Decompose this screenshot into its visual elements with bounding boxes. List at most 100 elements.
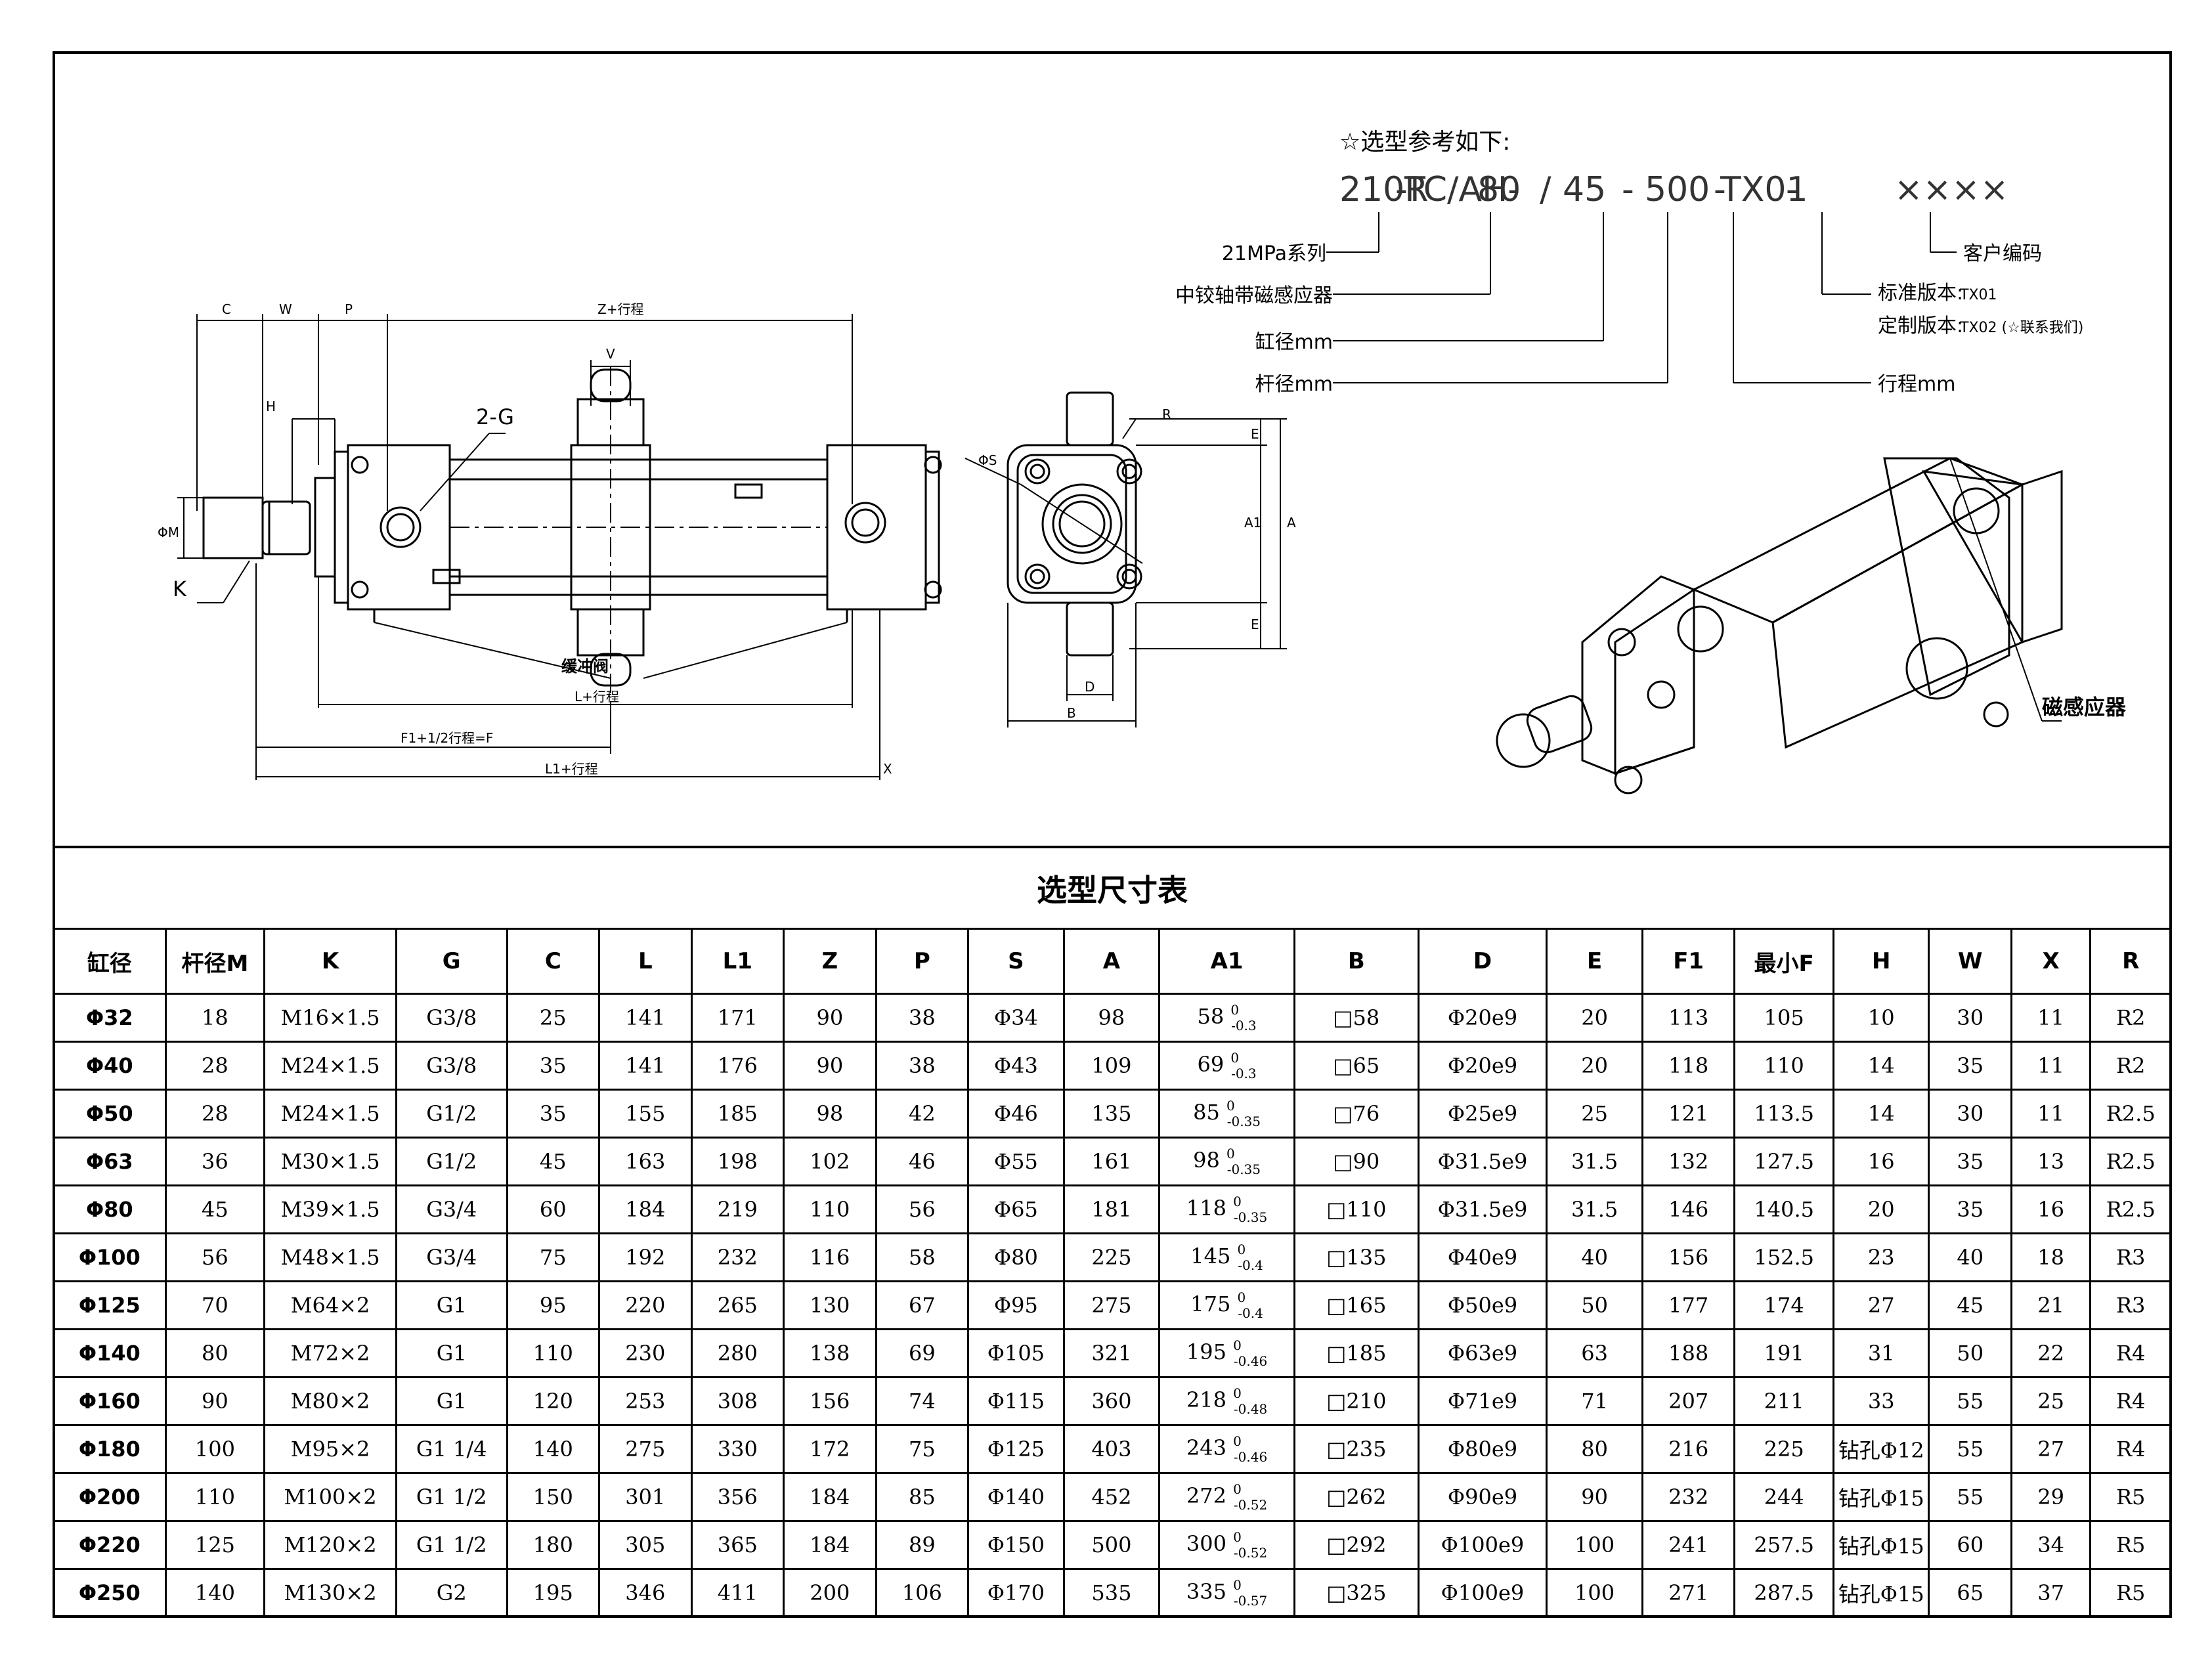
table-cell: 181 [1062, 1184, 1161, 1234]
table-cell: Φ100e9 [1417, 1568, 1548, 1618]
table-cell: Φ80e9 [1417, 1424, 1548, 1474]
rod-end [202, 496, 264, 559]
table-cell: Φ105 [967, 1328, 1065, 1378]
table-cell: □210 [1293, 1376, 1420, 1426]
table-cell: G1 [395, 1376, 508, 1426]
table-cell: 116 [783, 1232, 877, 1282]
table-cell: G1/2 [395, 1137, 508, 1186]
table-cell: 20 [1546, 1041, 1643, 1091]
table-cell: M120×2 [263, 1520, 397, 1570]
column-header: 缸径 [53, 928, 167, 995]
table-cell: 207 [1641, 1376, 1736, 1426]
dim-k: K [173, 576, 187, 601]
table-cell: 85 [875, 1472, 970, 1522]
table-cell: □76 [1293, 1089, 1420, 1139]
table-cell: 10 [1832, 993, 1930, 1043]
table-cell: 232 [1641, 1472, 1736, 1522]
table-cell: M95×2 [263, 1424, 397, 1474]
code-part: -TC/AH- [1395, 170, 1520, 209]
table-cell: 58 [875, 1232, 970, 1282]
table-cell: 60 [506, 1184, 601, 1234]
table-cell: 钻孔Φ15 [1832, 1472, 1930, 1522]
table-cell: 69 0-0.3 [1158, 1041, 1295, 1091]
table-cell: 14 [1832, 1089, 1930, 1139]
table-cell: 403 [1062, 1424, 1161, 1474]
column-header: S [967, 928, 1065, 995]
rear-head [826, 444, 927, 611]
table-cell: 135 [1062, 1089, 1161, 1139]
table-cell: 28 [164, 1041, 266, 1091]
table-cell: 356 [690, 1472, 785, 1522]
dim-x: X [883, 761, 892, 777]
dim-h: H [266, 399, 276, 414]
code-part: 500 [1645, 170, 1710, 209]
table-cell: 11 [2010, 993, 2092, 1043]
table-cell: 60 [1928, 1520, 2012, 1570]
table-cell: Φ95 [967, 1280, 1065, 1330]
table-cell: 36 [164, 1137, 266, 1186]
table-cell: 105 [1733, 993, 1834, 1043]
column-header: 最小F [1733, 928, 1834, 995]
table-cell: 22 [2010, 1328, 2092, 1378]
table-cell: 70 [164, 1280, 266, 1330]
rod-bore [1041, 483, 1123, 565]
table-cell: 40 [1546, 1232, 1643, 1282]
label-std-version: 标准版本: [1878, 282, 1963, 305]
table-cell: 220 [598, 1280, 693, 1330]
table-cell: G1 1/2 [395, 1472, 508, 1522]
column-header: A [1062, 928, 1161, 995]
cushion-valve-label: 缓冲阀 [561, 657, 609, 676]
technical-drawing-area: ☆选型参考如下: 210R-TC/AH-80/45-500-TX01-×××× … [53, 51, 2172, 847]
table-cell: □235 [1293, 1424, 1420, 1474]
table-cell: Φ55 [967, 1137, 1065, 1186]
table-cell: 241 [1641, 1520, 1736, 1570]
dim-r: R [1162, 406, 1171, 422]
table-cell: 89 [875, 1520, 970, 1570]
table-cell: 211 [1733, 1376, 1834, 1426]
table-cell: Φ125 [967, 1424, 1065, 1474]
table-cell: 31.5 [1546, 1137, 1643, 1186]
table-cell: G1 1/2 [395, 1520, 508, 1570]
column-header: G [395, 928, 508, 995]
table-cell: 192 [598, 1232, 693, 1282]
dim-z: Z+行程 [597, 301, 643, 317]
table-cell: 275 [1062, 1280, 1161, 1330]
table-cell: 121 [1641, 1089, 1736, 1139]
column-header: L1 [690, 928, 785, 995]
table-cell: 42 [875, 1089, 970, 1139]
table-cell: 90 [1546, 1472, 1643, 1522]
table-cell: 163 [598, 1137, 693, 1186]
table-cell: 132 [1641, 1137, 1736, 1186]
table-cell: 35 [1928, 1041, 2012, 1091]
table-cell: G2 [395, 1568, 508, 1618]
table-cell: M24×1.5 [263, 1041, 397, 1091]
table-cell: 265 [690, 1280, 785, 1330]
table-cell: 200 [783, 1568, 877, 1618]
table-cell: 156 [783, 1376, 877, 1426]
table-cell: M16×1.5 [263, 993, 397, 1043]
table-cell: 30 [1928, 1089, 2012, 1139]
table-cell: 140.5 [1733, 1184, 1834, 1234]
table-cell: 27 [1832, 1280, 1930, 1330]
table-cell: 452 [1062, 1472, 1161, 1522]
table-cell: M30×1.5 [263, 1137, 397, 1186]
table-cell: Φ43 [967, 1041, 1065, 1091]
table-cell: 38 [875, 993, 970, 1043]
table-cell: 63 [1546, 1328, 1643, 1378]
table-cell: 125 [164, 1520, 266, 1570]
table-cell: 55 [1928, 1376, 2012, 1426]
table-cell: 75 [875, 1424, 970, 1474]
table-cell: 118 0-0.35 [1158, 1184, 1295, 1234]
table-cell: 171 [690, 993, 785, 1043]
table-cell: G1/2 [395, 1089, 508, 1139]
table-cell: Φ220 [53, 1520, 167, 1570]
table-cell: Φ32 [53, 993, 167, 1043]
code-part: / [1540, 170, 1551, 209]
table-cell: G1 [395, 1328, 508, 1378]
